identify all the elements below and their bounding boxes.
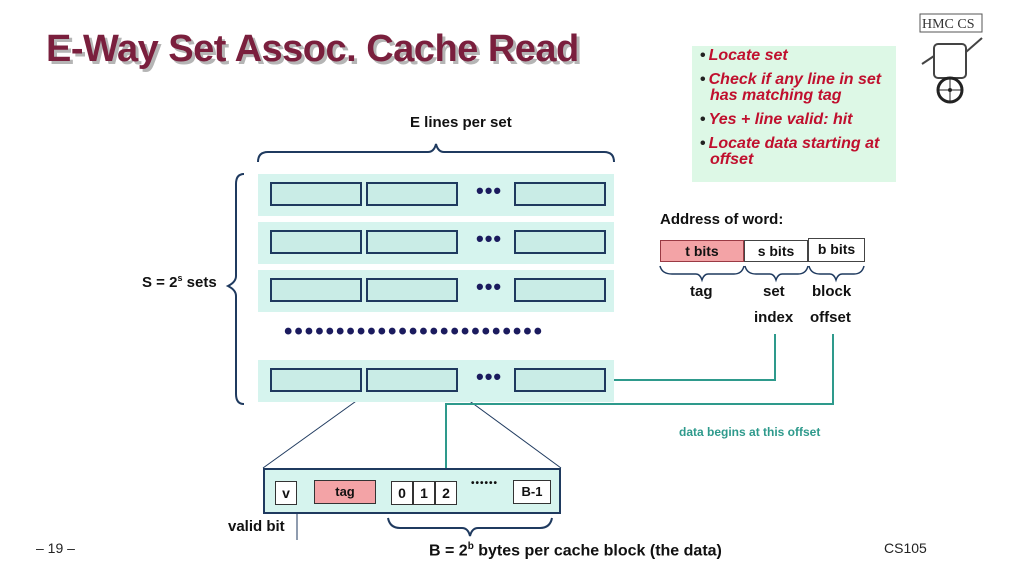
zoom-line-left xyxy=(262,393,367,469)
cache-line xyxy=(514,182,606,206)
bullet-hit: Yes + line valid: hit xyxy=(700,112,896,128)
cache-set-row: ••• xyxy=(258,222,614,264)
index-label: index xyxy=(754,309,794,326)
offset-label: offset xyxy=(810,309,851,326)
ellipsis: ••• xyxy=(476,178,503,203)
bullet-box: Locate set Check if any line in set has … xyxy=(692,46,896,182)
byte-ellipsis: •••••• xyxy=(471,478,499,489)
cache-line xyxy=(270,182,362,206)
cache-line xyxy=(366,230,458,254)
tag-cell: tag xyxy=(314,480,376,504)
bullet-locate-set: Locate set xyxy=(700,48,896,64)
slide-title: E-Way Set Assoc. Cache Read xyxy=(46,28,579,70)
offset-arrow xyxy=(445,334,834,480)
cache-line xyxy=(514,368,606,392)
logo-text: HMC CS xyxy=(922,17,975,32)
tag-label: tag xyxy=(690,283,713,300)
bullet-locate-data: Locate data starting at offset xyxy=(700,136,896,168)
b-bits-field: b bits xyxy=(808,238,865,262)
hmc-cs-logo: HMC CS xyxy=(919,13,983,104)
block-size-label: B = 2b bytes per cache block (the data) xyxy=(429,541,722,560)
bottom-brace xyxy=(387,517,553,537)
cache-set-row: ••• xyxy=(258,174,614,216)
cache-line-selected xyxy=(366,368,458,392)
byte-cell-last: B-1 xyxy=(513,480,551,504)
ellipsis: ••• xyxy=(476,274,503,299)
course-label: CS105 xyxy=(884,540,927,556)
ellipsis: ••• xyxy=(476,226,503,251)
cache-set-row: ••• xyxy=(258,270,614,312)
byte-cell-0: 0 xyxy=(391,481,413,505)
cache-line xyxy=(270,278,362,302)
cache-line xyxy=(270,368,362,392)
valid-bit-label: valid bit xyxy=(228,518,285,535)
ellipsis: ••• xyxy=(476,364,503,389)
zoom-line-right xyxy=(459,393,562,469)
cache-line xyxy=(366,182,458,206)
cache-line-detail: v tag 0 1 2 •••••• B-1 xyxy=(263,468,561,514)
vertical-ellipsis-row: ••••••••••••••••••••••••• xyxy=(284,318,545,345)
cache-line xyxy=(270,230,362,254)
bullet-check-tag: Check if any line in set has matching ta… xyxy=(700,72,896,104)
cache-line xyxy=(514,278,606,302)
cache-line xyxy=(514,230,606,254)
byte-cell-2: 2 xyxy=(435,481,457,505)
page-number: – 19 – xyxy=(36,540,75,556)
set-index-arrow xyxy=(612,334,776,381)
cache-line xyxy=(366,278,458,302)
block-label: block xyxy=(812,283,852,300)
s-bits-field: s bits xyxy=(744,240,808,262)
sets-label: S = 2s sets xyxy=(142,273,217,291)
top-brace xyxy=(257,143,615,163)
address-title: Address of word: xyxy=(660,211,784,228)
data-begins-note: data begins at this offset xyxy=(679,425,821,439)
left-brace xyxy=(225,173,245,405)
valid-bit-cell: v xyxy=(275,481,297,505)
set-label: set xyxy=(763,283,785,300)
cache-set-row-selected: ••• xyxy=(258,360,614,402)
t-bits-field: t bits xyxy=(660,240,744,262)
byte-cell-1: 1 xyxy=(413,481,435,505)
e-lines-label: E lines per set xyxy=(410,114,512,131)
